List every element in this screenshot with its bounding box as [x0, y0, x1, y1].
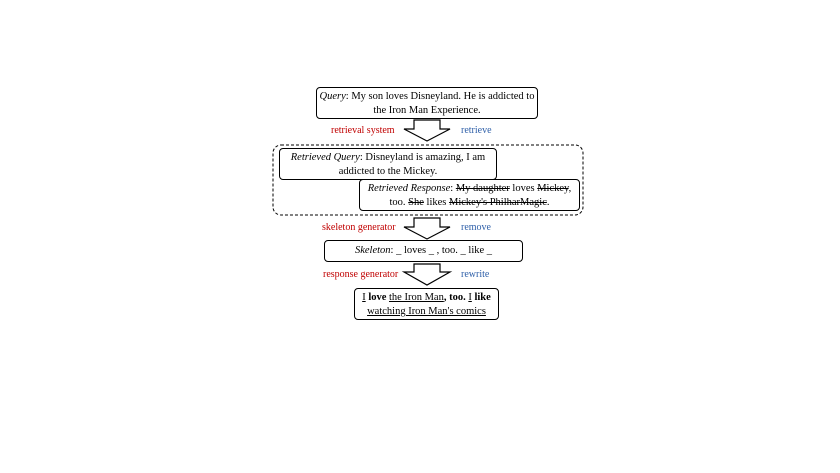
struck-she: She	[408, 197, 424, 208]
skeleton-label: Skeleton	[354, 245, 391, 256]
response-like: like	[471, 292, 491, 303]
retrieved-query-line-2: addicted to the Mickey.	[338, 166, 438, 177]
query-box: Query: My son loves Disneyland. He is ad…	[316, 87, 538, 119]
retrieval-group-border	[272, 144, 584, 216]
retrieve-label: retrieve	[461, 125, 492, 136]
retrieved-response-line-2: too. She likes Mickey's PhilharMagic.	[360, 196, 579, 210]
rewrite-label: rewrite	[461, 269, 490, 280]
response-love: love	[365, 292, 390, 303]
loves-text: loves	[509, 183, 538, 194]
struck-philharmagic: Mickey's PhilharMagic	[449, 197, 547, 208]
response-the-iron-man: the Iron Man	[389, 292, 444, 303]
retrieved-query-label: Retrieved Query	[290, 152, 360, 163]
retrieval-system-label: retrieval system	[331, 125, 395, 136]
struck-mickey: Mickey	[537, 183, 569, 194]
retrieved-response-sep: :	[450, 183, 456, 194]
remove-arrow	[403, 217, 451, 240]
retrieved-query-line-1: Retrieved Query: Disneyland is amazing, …	[280, 151, 496, 165]
retrieve-arrow	[403, 119, 451, 142]
query-text-1: : My son loves Disneyland. He is addicte…	[345, 91, 535, 102]
retrieved-response-label: Retrieved Response	[367, 183, 451, 194]
likes-text: likes	[423, 197, 450, 208]
comma-text: ,	[568, 183, 572, 194]
retrieved-query-box: Retrieved Query: Disneyland is amazing, …	[279, 148, 497, 180]
response-i-2: I	[468, 292, 472, 303]
too-text: too.	[389, 197, 409, 208]
response-line-2: watching Iron Man's comics	[355, 305, 498, 319]
response-line-1: I love the Iron Man, too. I like	[355, 291, 498, 305]
struck-my-daughter: My daughter	[455, 183, 510, 194]
period-text: .	[546, 197, 550, 208]
skeleton-text: : _ loves _ , too. _ like _	[390, 245, 493, 256]
retrieved-response-line-1: Retrieved Response: My daughter loves Mi…	[360, 182, 579, 196]
remove-label: remove	[461, 222, 491, 233]
rewrite-arrow	[401, 263, 453, 286]
response-i-1: I	[362, 292, 366, 303]
query-label: Query	[319, 91, 346, 102]
response-too: , too.	[443, 292, 469, 303]
retrieved-response-box: Retrieved Response: My daughter loves Mi…	[359, 179, 580, 211]
skeleton-box: Skeleton: _ loves _ , too. _ like _	[324, 240, 523, 262]
response-generator-label: response generator	[323, 269, 399, 280]
retrieved-query-text-1: : Disneyland is amazing, I am	[359, 152, 486, 163]
query-line-1: Query: My son loves Disneyland. He is ad…	[317, 90, 537, 104]
skeleton-generator-label: skeleton generator	[322, 222, 396, 233]
query-line-2: the Iron Man Experience.	[373, 105, 481, 116]
response-box: I love the Iron Man, too. I like watchin…	[354, 288, 499, 320]
response-watching-comics: watching Iron Man's comics	[367, 306, 486, 317]
